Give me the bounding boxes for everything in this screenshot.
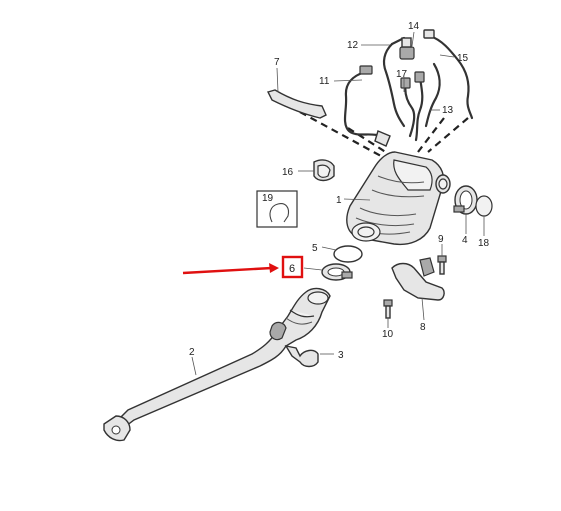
callout-11: 11 [319, 76, 330, 87]
bolt-9-part [437, 244, 447, 275]
assembly-dashed-lines [299, 111, 469, 163]
clip-19-box [256, 190, 298, 228]
callout-5: 5 [312, 243, 318, 254]
clamp-6-part [303, 263, 353, 281]
gasket-5-part [321, 245, 363, 263]
callout-1: 1 [336, 195, 342, 206]
callout-6: 6 [289, 263, 295, 275]
callout-7: 7 [274, 57, 280, 68]
front-exhaust-pipe-part [103, 287, 331, 442]
flange-clamp-4-part [453, 185, 478, 234]
callout-12: 12 [347, 40, 359, 51]
callout-13: 13 [442, 105, 454, 116]
heat-shield-bracket-part [266, 67, 327, 119]
highlight-box [281, 255, 304, 279]
clip-16-part [298, 159, 335, 182]
callout-15: 15 [457, 53, 469, 64]
callout-8: 8 [420, 322, 426, 333]
callout-16: 16 [282, 167, 294, 178]
gasket-18-part [475, 195, 493, 236]
highlight-annotation [182, 255, 304, 279]
callout-2: 2 [189, 347, 195, 358]
oxygen-sensor-12-part [361, 36, 406, 128]
callout-14: 14 [408, 21, 420, 32]
callout-10: 10 [382, 329, 394, 340]
oxygen-sensor-15-part [423, 29, 474, 120]
callout-labels: 1 2 3 4 5 6 7 8 9 10 11 12 13 14 15 16 1… [189, 21, 490, 361]
pipe-bracket-3-part [284, 345, 334, 368]
bolt-10-part [383, 299, 393, 328]
oxygen-sensor-11-part [333, 65, 391, 147]
bracket-8-part [391, 257, 445, 321]
callout-3: 3 [338, 350, 344, 361]
highlight-arrow [182, 266, 273, 275]
callout-9: 9 [438, 234, 444, 245]
callout-17: 17 [396, 69, 408, 80]
highlight-arrowhead [269, 263, 279, 273]
catalytic-converter-part [343, 151, 451, 246]
callout-18: 18 [478, 238, 490, 249]
connector-14-part [399, 31, 415, 60]
callout-19: 19 [262, 193, 274, 204]
callout-4: 4 [462, 235, 468, 246]
sensor-harness-13-17-part [400, 62, 441, 142]
